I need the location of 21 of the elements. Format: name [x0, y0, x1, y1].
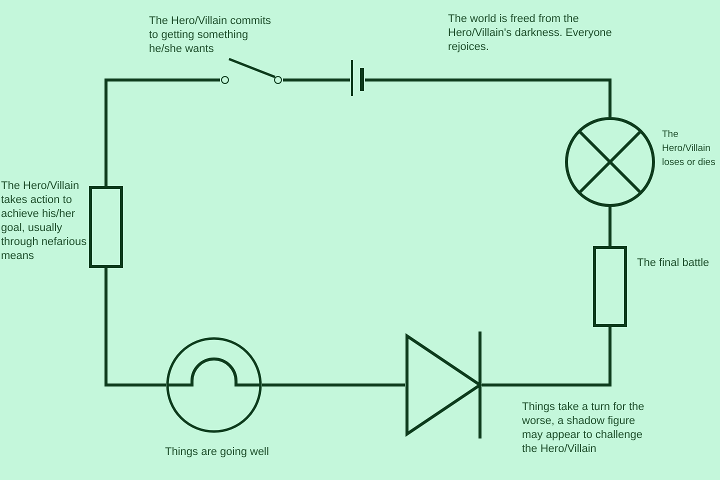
annotation-text: The Hero/Villain commits to getting something he/she wants — [149, 14, 272, 56]
wire — [608, 207, 612, 246]
wire — [365, 78, 612, 117]
diode-symbol — [405, 330, 482, 440]
wire — [482, 327, 612, 386]
wire — [104, 268, 166, 386]
annotation-text: The Hero/Villain takes action to achieve his/her goal, usually through nefarious means — [1, 179, 87, 263]
lamp-symbol — [565, 117, 655, 207]
annotation-text: Things take a turn for the worse, a shadow figure may appear to challenge the Hero/Villain — [522, 400, 646, 456]
wire — [283, 78, 350, 82]
annotation-text: The Hero/Villain loses or dies — [662, 128, 716, 170]
annotation-text: The world is freed from the Hero/Villain's darkness. Everyone rejoices. — [448, 12, 613, 54]
battery-symbol — [350, 60, 365, 96]
wire — [262, 384, 405, 386]
wire — [104, 78, 220, 186]
resistor-symbol — [89, 186, 123, 268]
annotation-text: Things are going well — [165, 445, 270, 459]
annotation-text: The final battle — [637, 256, 710, 270]
switch-symbol — [220, 56, 283, 85]
resistor-symbol — [593, 246, 627, 327]
bulb-symbol — [166, 337, 262, 433]
